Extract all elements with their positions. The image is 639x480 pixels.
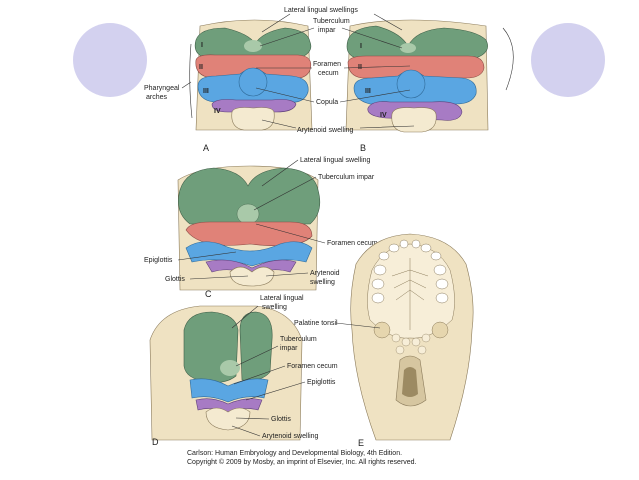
label-c-foramen: Foramen cecum	[327, 240, 378, 247]
label-lateral-lingual-swellings: Lateral lingual swellings	[284, 7, 358, 14]
label-e-palatine-tonsil: Palatine tonsil	[294, 320, 338, 327]
label-c-arytenoid-2: swelling	[310, 279, 335, 286]
label-d-tuberculum-1: Tuberculum	[280, 336, 317, 343]
label-d-arytenoid: Arytenoid swelling	[262, 433, 319, 440]
arch-iii-label-b: III	[365, 88, 371, 95]
slide-circle-right	[531, 23, 605, 97]
label-pharyngeal-2: arches	[146, 94, 168, 101]
label-c-arytenoid-1: Arytenoid	[310, 270, 340, 277]
arch-iv-label-a: IV	[214, 108, 221, 115]
credit-line-2: Copyright © 2009 by Mosby, an imprint of…	[187, 459, 417, 466]
arch-iv-label-b: IV	[380, 112, 387, 119]
arch-i-label-a: I	[201, 42, 203, 49]
figure-credit: Carlson: Human Embryology and Developmen…	[187, 449, 417, 467]
panel-b-drawing	[345, 19, 514, 133]
label-c-glottis: Glottis	[165, 276, 185, 283]
label-d-foramen: Foramen cecum	[287, 363, 338, 370]
label-c-lateral-lingual: Lateral lingual swelling	[300, 157, 371, 164]
label-d-lateral-lingual-1: Lateral lingual	[260, 295, 304, 302]
panel-c-letter: C	[205, 289, 212, 299]
panel-e-letter: E	[358, 438, 364, 448]
label-foramen-2: cecum	[318, 70, 339, 77]
label-c-epiglottis: Epiglottis	[144, 257, 173, 264]
label-d-epiglottis: Epiglottis	[307, 379, 336, 386]
label-c-tuberculum: Tuberculum impar	[318, 174, 375, 181]
label-pharyngeal-1: Pharyngeal	[144, 85, 180, 92]
credit-line-1: Carlson: Human Embryology and Developmen…	[187, 450, 403, 457]
label-d-tuberculum-2: impar	[280, 345, 298, 352]
panel-d-drawing	[149, 305, 303, 441]
panel-c-drawing	[177, 165, 321, 291]
arch-ii-label-a: II	[199, 64, 203, 71]
arch-iii-label-a: III	[203, 88, 209, 95]
panel-b-letter: B	[360, 143, 366, 153]
label-arytenoid-swelling: Arytenoid swelling	[297, 127, 354, 134]
panel-d-letter: D	[152, 437, 159, 447]
arch-i-label-b: I	[360, 43, 362, 50]
label-d-lateral-lingual-2: swelling	[262, 304, 287, 311]
panel-a-letter: A	[203, 143, 209, 153]
label-copula: Copula	[316, 99, 338, 106]
panel-e-drawing	[350, 233, 474, 441]
slide-circle-left	[73, 23, 147, 97]
panel-a-drawing	[189, 19, 313, 131]
label-tuberculum-1: Tuberculum	[313, 18, 350, 25]
label-d-glottis: Glottis	[271, 416, 291, 423]
label-foramen-1: Foramen	[313, 61, 341, 68]
label-tuberculum-2: impar	[318, 27, 336, 34]
